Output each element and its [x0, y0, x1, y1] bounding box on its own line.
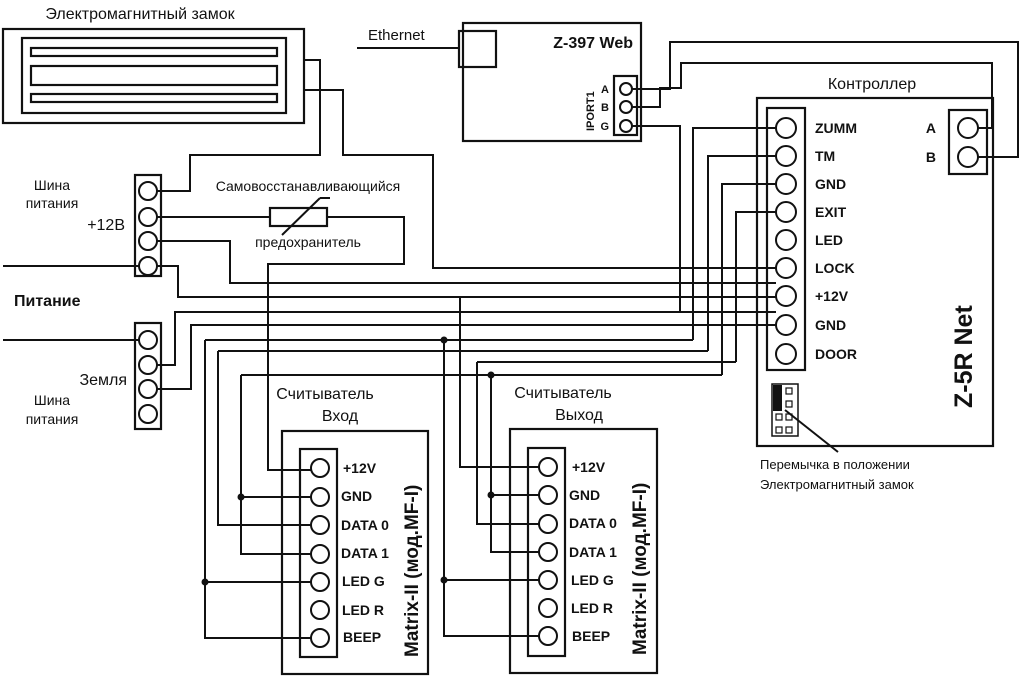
reader-out-caption-1: Считыватель: [514, 385, 612, 402]
z397-web-module: Ethernet Z-397 Web A B G IPORT1: [357, 21, 643, 143]
reader-out-caption-2: Выход: [555, 407, 604, 424]
web-module-title: Z-397 Web: [553, 35, 633, 52]
reader-out-pin-data0: DATA 0: [569, 515, 617, 531]
plus-bus-label-2: питания: [26, 195, 79, 211]
ctrl-pin-zumm: ZUMM: [815, 120, 857, 136]
ground-label: Земля: [79, 372, 127, 389]
ctrl-pin-lock: LOCK: [815, 260, 855, 276]
reader-out-pin-ledg: LED G: [571, 572, 614, 588]
ground-bus: [133, 321, 163, 431]
ctrl-pin-gnd: GND: [815, 176, 846, 192]
reader-in-pin-ledr: LED R: [342, 602, 384, 618]
controller-z5r-net: Контроллер ZUMM TM GND EXIT LED LOCK +12…: [755, 76, 995, 492]
ctrl-rs485-a: A: [926, 120, 936, 136]
jumper-block: [771, 383, 839, 453]
reader-entry: Считыватель Вход +12V GND DATA 0 DATA 1 …: [276, 386, 430, 676]
wire-lock-plus: [157, 59, 321, 192]
ethernet-port: [457, 29, 498, 69]
reader-out-pin-gnd: GND: [569, 487, 600, 503]
plus-12v-label: +12В: [87, 217, 125, 234]
reader-in-pin-ledg: LED G: [342, 573, 385, 589]
wire-reader-in-beep: [204, 582, 311, 639]
ground-bus-label-2: питания: [26, 411, 79, 427]
jumper-note-line1: Перемычка в положении: [760, 457, 910, 472]
controller-model: Z-5R Net: [950, 305, 978, 408]
power-label: Питание: [14, 293, 81, 310]
reader-in-pin-data0: DATA 0: [341, 517, 389, 533]
reader-in-terminals: [310, 458, 330, 648]
iport-pin-a: A: [601, 84, 609, 96]
ctrl-pin-12v: +12V: [815, 288, 849, 304]
reader-out-terminals: [538, 457, 558, 646]
wire-bus-12v-ctrl: [157, 265, 776, 298]
fuse-label-2: предохранитель: [255, 234, 361, 250]
ctrl-rs485-b: B: [926, 149, 936, 165]
reader-out-model: Matrix-II (мод.MF-I): [630, 483, 651, 655]
controller-caption: Контроллер: [828, 76, 916, 93]
wires: [157, 41, 1019, 639]
iport-pin-g: G: [600, 121, 609, 133]
reader-in-caption-1: Считыватель: [276, 386, 374, 403]
reader-exit: Считыватель Выход +12V GND DATA 0 DATA 1…: [508, 385, 659, 675]
ground-bus-label-1: Шина: [34, 392, 70, 408]
ctrl-pin-exit: EXIT: [815, 204, 847, 220]
ethernet-label: Ethernet: [368, 27, 426, 44]
power-section: Шина питания +12В Питание Земля Шина пит…: [3, 173, 401, 431]
reader-in-pin-beep: BEEP: [343, 629, 381, 645]
iport-pin-b: B: [601, 102, 609, 114]
ctrl-pin-tm: TM: [815, 148, 835, 164]
ctrl-pin-led: LED: [815, 232, 843, 248]
jumper-note-line2: Электромагнитный замок: [760, 477, 914, 492]
plus-bus-label-1: Шина: [34, 177, 70, 193]
lock-title: Электромагнитный замок: [45, 6, 235, 23]
reader-out-pin-12v: +12V: [572, 459, 606, 475]
reader-in-caption-2: Вход: [322, 408, 359, 425]
wire-fuse-to-reader-in-12v: [267, 216, 405, 471]
iport-label: IPORT1: [585, 91, 597, 131]
wire-bus-12v-a: [157, 240, 776, 284]
reader-out-pin-beep: BEEP: [572, 628, 610, 644]
wire-lock-to-lock: [304, 89, 776, 269]
reader-in-pin-data1: DATA 1: [341, 545, 389, 561]
wire-reader-in-data1: [240, 375, 311, 555]
wire-gnd-a: [157, 311, 776, 366]
fuse-label-1: Самовосстанавливающийся: [216, 178, 401, 194]
electromagnetic-lock: Электромагнитный замок: [1, 6, 306, 125]
ctrl-pin-door: DOOR: [815, 346, 857, 362]
reader-in-pin-12v: +12V: [343, 460, 377, 476]
wire-gnd-ctrl: [157, 324, 776, 390]
reader-out-pin-ledr: LED R: [571, 600, 613, 616]
ctrl-pin-gnd2: GND: [815, 317, 846, 333]
wire-reader-in-ledg: [204, 340, 311, 583]
wire-reader-in-data0: [217, 351, 311, 526]
fuse-slash: [281, 197, 321, 236]
reader-out-pin-data1: DATA 1: [569, 544, 617, 560]
resettable-fuse: [268, 206, 329, 228]
reader-in-model: Matrix-II (мод.MF-I): [402, 485, 423, 657]
reader-in-pin-gnd: GND: [341, 488, 372, 504]
